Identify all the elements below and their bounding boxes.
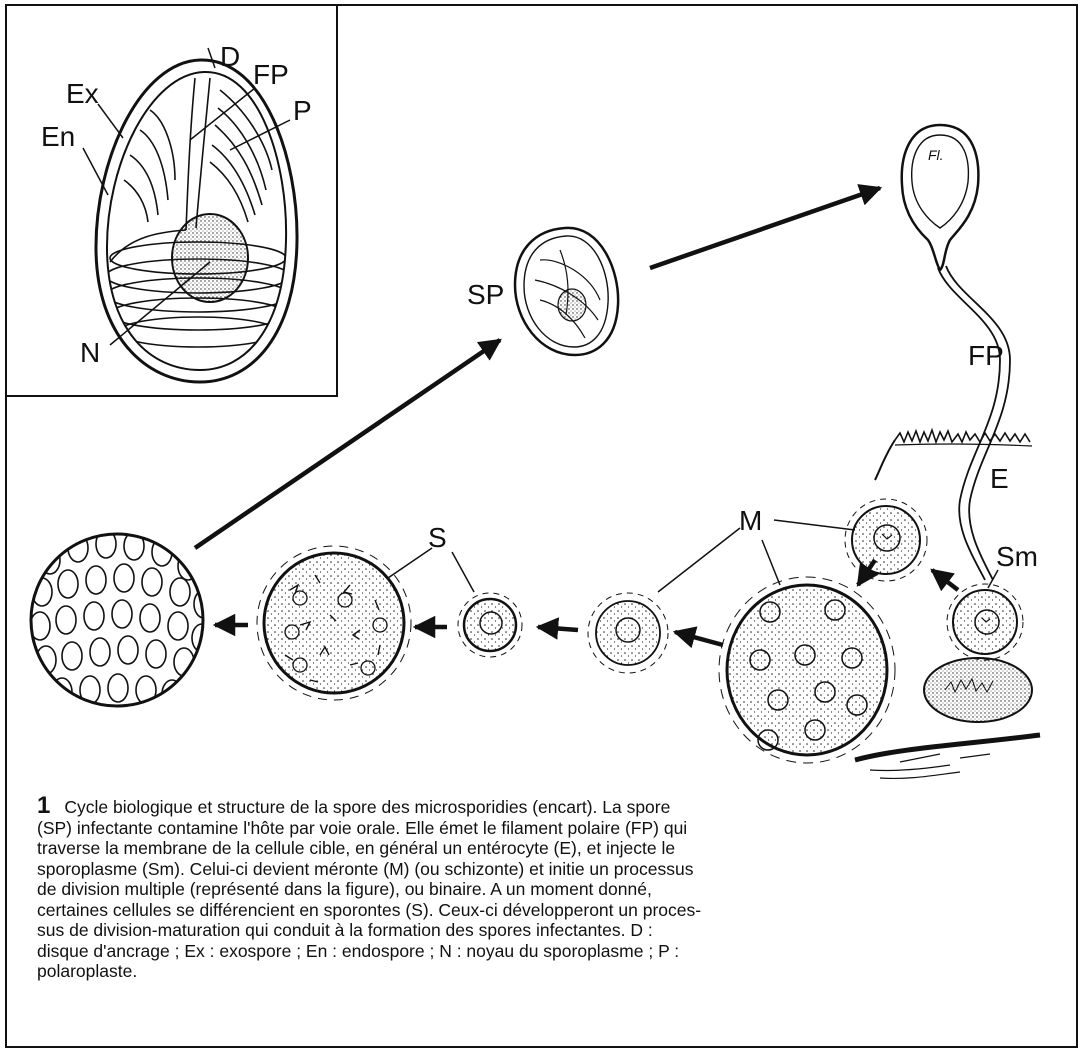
sporont-small bbox=[458, 593, 522, 657]
discharged-spore: Fl. bbox=[902, 125, 979, 270]
host-nucleus bbox=[924, 658, 1032, 722]
label-en: En bbox=[41, 121, 75, 152]
caption-line: de division multiple (représenté dans la… bbox=[37, 879, 1037, 900]
caption-line: (SP) infectante contamine l'hôte par voi… bbox=[37, 818, 1037, 839]
label-sm: Sm bbox=[996, 541, 1038, 572]
label-fp-inset: FP bbox=[253, 59, 289, 90]
caption-line: disque d'ancrage ; Ex : exospore ; En : … bbox=[37, 941, 1037, 962]
caption-line: sus de division-maturation qui conduit à… bbox=[37, 920, 1037, 941]
arrow-large-to-medium bbox=[675, 632, 723, 645]
polar-filament bbox=[938, 266, 1010, 580]
label-d: D bbox=[220, 41, 240, 72]
label-s: S bbox=[428, 522, 447, 553]
label-p: P bbox=[293, 95, 312, 126]
caption-line: traverse la membrane de la cellule cible… bbox=[37, 838, 1037, 859]
label-sp: SP bbox=[467, 279, 504, 310]
label-ex: Ex bbox=[66, 78, 99, 109]
arrow-spore-to-discharge bbox=[650, 188, 880, 268]
label-e: E bbox=[990, 463, 1009, 494]
meront-large bbox=[719, 577, 895, 763]
label-m: M bbox=[739, 505, 762, 536]
caption-line: sporoplasme (Sm). Celui-ci devient méron… bbox=[37, 859, 1037, 880]
spore-inner-mark: Fl. bbox=[928, 147, 944, 163]
meront-small-top bbox=[845, 499, 927, 581]
free-spore bbox=[515, 228, 618, 355]
caption-line: polaroplaste. bbox=[37, 961, 1037, 982]
inset-spore bbox=[83, 48, 297, 382]
leader-lines bbox=[388, 520, 855, 592]
caption-line: certaines cellules se différencient en s… bbox=[37, 900, 1037, 921]
basal-membrane bbox=[855, 735, 1040, 778]
meront-medium bbox=[588, 593, 668, 673]
sporoplasm bbox=[947, 570, 1023, 660]
arrow-medium-to-sporont bbox=[538, 627, 578, 630]
life-cycle-diagram: D Ex FP P En N SP Fl. FP bbox=[0, 0, 1085, 800]
sporont-large bbox=[257, 546, 411, 700]
label-n: N bbox=[80, 337, 100, 368]
arrow-sm-to-meront bbox=[932, 570, 958, 590]
spore-cluster bbox=[30, 530, 214, 708]
figure-number: 1 bbox=[37, 792, 50, 819]
label-fp: FP bbox=[968, 340, 1004, 371]
